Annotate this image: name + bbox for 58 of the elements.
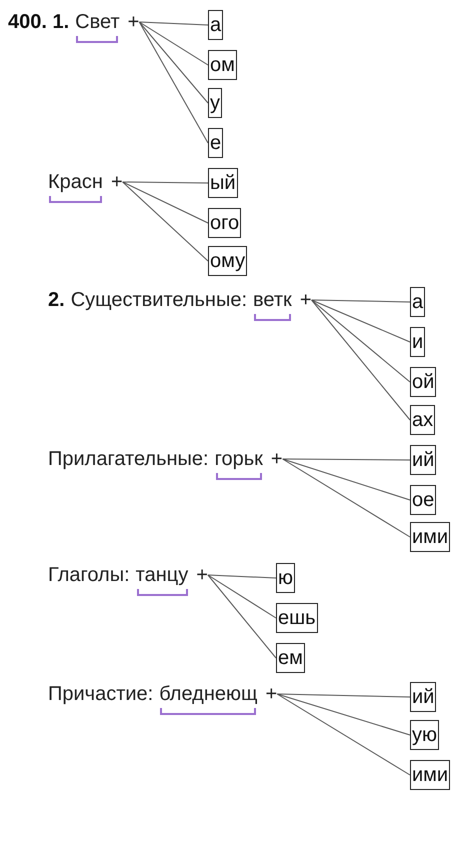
category-label: Причастие:	[48, 682, 154, 706]
connector-line	[122, 182, 208, 262]
word-stem: танцу	[136, 563, 188, 587]
connector-line	[122, 182, 208, 184]
connector-line	[138, 22, 208, 26]
connector-line	[282, 458, 410, 500]
ending-box: ий	[410, 682, 436, 712]
connector-line	[311, 300, 410, 302]
connector-line	[276, 694, 410, 776]
word-stem: бледнеющ	[159, 682, 258, 706]
ending-box: ю	[276, 563, 295, 593]
ending-box: а	[208, 10, 224, 40]
ending-box: ого	[208, 208, 242, 238]
plus-sign: +	[196, 563, 208, 587]
connector-line	[311, 300, 410, 342]
plus-sign: +	[300, 288, 312, 312]
ending-box: ом	[208, 50, 237, 80]
plus-sign: +	[128, 10, 140, 34]
exercise-number: 400. 1.	[8, 10, 70, 34]
connector-line	[122, 182, 208, 224]
plus-sign: +	[110, 170, 123, 194]
word-stem: Свет	[75, 10, 120, 34]
connector-line	[282, 458, 410, 538]
ending-box: ому	[208, 246, 248, 276]
ending-box: ах	[410, 405, 436, 435]
ending-box: е	[208, 128, 224, 158]
ending-box: ой	[410, 367, 436, 397]
connector-line	[276, 694, 410, 698]
category-label: Прилагательные:	[48, 447, 209, 471]
ending-box: а	[410, 287, 426, 317]
connector-line	[276, 694, 410, 736]
connector-line	[138, 22, 208, 104]
category-label: Глаголы:	[48, 563, 130, 587]
connector-line	[207, 574, 276, 618]
category-label: Существительные:	[70, 288, 248, 312]
ending-box: у	[208, 88, 222, 118]
plus-sign: +	[270, 447, 283, 471]
connector-line	[282, 458, 410, 460]
ending-box: ими	[410, 522, 450, 552]
ending-box: ое	[410, 485, 436, 515]
ending-box: ими	[410, 760, 450, 790]
connector-line	[207, 574, 276, 578]
connector-line	[311, 300, 410, 420]
ending-box: и	[410, 327, 426, 357]
word-stem: горьк	[214, 447, 263, 471]
ending-box: ий	[410, 445, 436, 475]
task-number: 2.	[48, 288, 65, 312]
word-stem: Красн	[48, 170, 103, 194]
ending-box: ешь	[276, 603, 318, 633]
ending-box: ый	[208, 168, 238, 198]
plus-sign: +	[265, 682, 278, 706]
ending-box: ем	[276, 643, 305, 673]
connector-line	[207, 574, 276, 658]
connector-line	[138, 22, 208, 144]
connector-line	[311, 300, 410, 382]
word-stem: ветк	[253, 288, 292, 312]
ending-box: ую	[410, 720, 439, 750]
connector-line	[138, 22, 208, 66]
